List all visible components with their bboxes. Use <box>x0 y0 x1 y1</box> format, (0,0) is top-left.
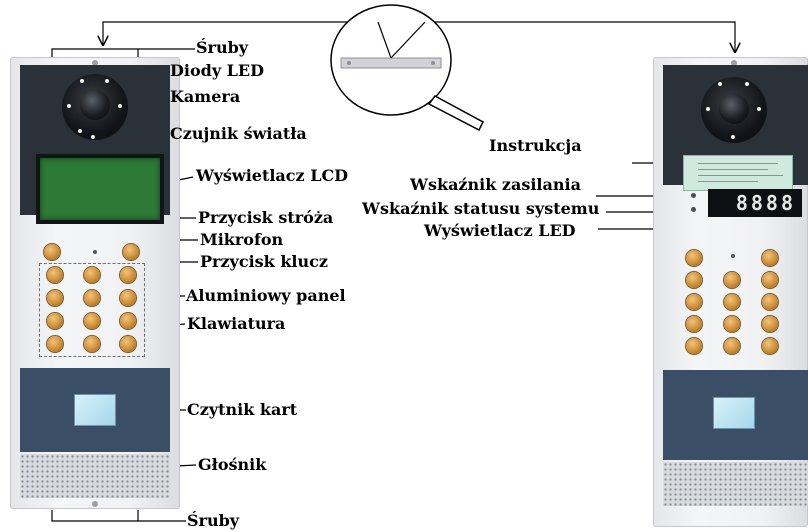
keypad-key[interactable] <box>686 316 702 332</box>
led-dot <box>757 107 761 111</box>
label-lcd-display: Wyświetlacz LCD <box>196 166 349 185</box>
label-light-sensor: Czujnik światła <box>170 124 307 143</box>
key-button[interactable] <box>123 244 139 260</box>
left-intercom-panel <box>10 57 180 509</box>
label-power-indicator: Wskaźnik zasilania <box>410 175 581 194</box>
label-keypad: Klawiatura <box>187 314 286 333</box>
label-led-display: Wyświetlacz LED <box>424 221 576 240</box>
led-dot <box>105 79 109 83</box>
instruction-line <box>698 181 758 182</box>
key-button[interactable] <box>762 250 778 266</box>
camera-lens-icon <box>80 90 110 120</box>
led-dot <box>706 107 710 111</box>
led-dot <box>745 82 749 86</box>
microphone-icon <box>731 254 735 258</box>
label-guard-button: Przycisk stróża <box>198 208 334 227</box>
label-aluminium-panel: Aluminiowy panel <box>186 286 346 305</box>
screw-bottom <box>92 501 98 507</box>
label-screws-bottom: Śruby <box>187 511 240 530</box>
keypad-key[interactable] <box>686 272 702 288</box>
keypad-key[interactable] <box>762 294 778 310</box>
system-status-indicator-icon <box>691 207 696 212</box>
keypad-key[interactable] <box>120 313 136 329</box>
keypad-key[interactable] <box>686 338 702 354</box>
label-screws-top: Śruby <box>196 38 249 57</box>
keypad-key[interactable] <box>724 272 740 288</box>
keypad-key[interactable] <box>120 336 136 352</box>
keypad-key[interactable] <box>762 338 778 354</box>
keypad-key[interactable] <box>47 336 63 352</box>
camera-lens-icon <box>719 94 749 124</box>
keypad-key[interactable] <box>120 267 136 283</box>
keypad-key[interactable] <box>84 336 100 352</box>
right-intercom-panel: 8888 <box>653 57 808 527</box>
microphone-icon <box>93 250 97 254</box>
instruction-plate <box>683 155 793 191</box>
label-speaker: Głośnik <box>198 455 267 474</box>
keypad-key[interactable] <box>724 338 740 354</box>
screw-top <box>731 60 737 66</box>
label-system-status-indicator: Wskaźnik statusu systemu <box>362 199 600 218</box>
led-dot <box>731 135 735 139</box>
lcd-display <box>36 154 164 224</box>
led-dot <box>78 129 82 133</box>
keypad-key[interactable] <box>724 294 740 310</box>
screw-top <box>92 60 98 66</box>
keypad-key[interactable] <box>762 272 778 288</box>
guard-button[interactable] <box>44 244 60 260</box>
label-microphone: Mikrofon <box>200 230 284 249</box>
speaker-grille <box>20 454 170 498</box>
keypad-key[interactable] <box>724 316 740 332</box>
keypad-key[interactable] <box>84 267 100 283</box>
led-display: 8888 <box>708 189 802 217</box>
keypad-key[interactable] <box>47 313 63 329</box>
led-dot <box>118 104 122 108</box>
label-key-button: Przycisk klucz <box>200 252 328 271</box>
keypad-key[interactable] <box>84 290 100 306</box>
instruction-line <box>698 163 778 164</box>
speaker-grille <box>663 462 808 506</box>
keypad <box>39 263 145 357</box>
guard-button[interactable] <box>686 250 702 266</box>
magnifier-icon <box>330 4 484 132</box>
instruction-line <box>698 169 768 170</box>
instruction-line <box>698 175 783 176</box>
card-slot[interactable] <box>713 397 755 429</box>
led-dot <box>718 82 722 86</box>
label-card-reader: Czytnik kart <box>187 400 298 419</box>
keypad-key[interactable] <box>47 267 63 283</box>
keypad-key[interactable] <box>762 316 778 332</box>
card-slot[interactable] <box>74 394 116 426</box>
arrow-to-left-panel <box>103 21 378 45</box>
power-indicator-icon <box>691 193 696 198</box>
label-instruction: Instrukcja <box>489 136 582 155</box>
label-led-diodes: Diody LED <box>170 61 264 80</box>
led-dot <box>67 104 71 108</box>
keypad-key[interactable] <box>686 294 702 310</box>
arrow-to-right-panel <box>425 21 735 52</box>
light-sensor-icon <box>91 135 95 139</box>
label-camera: Kamera <box>170 87 241 106</box>
keypad-key[interactable] <box>120 290 136 306</box>
keypad-key[interactable] <box>84 313 100 329</box>
led-dot <box>80 79 84 83</box>
keypad-key[interactable] <box>47 290 63 306</box>
